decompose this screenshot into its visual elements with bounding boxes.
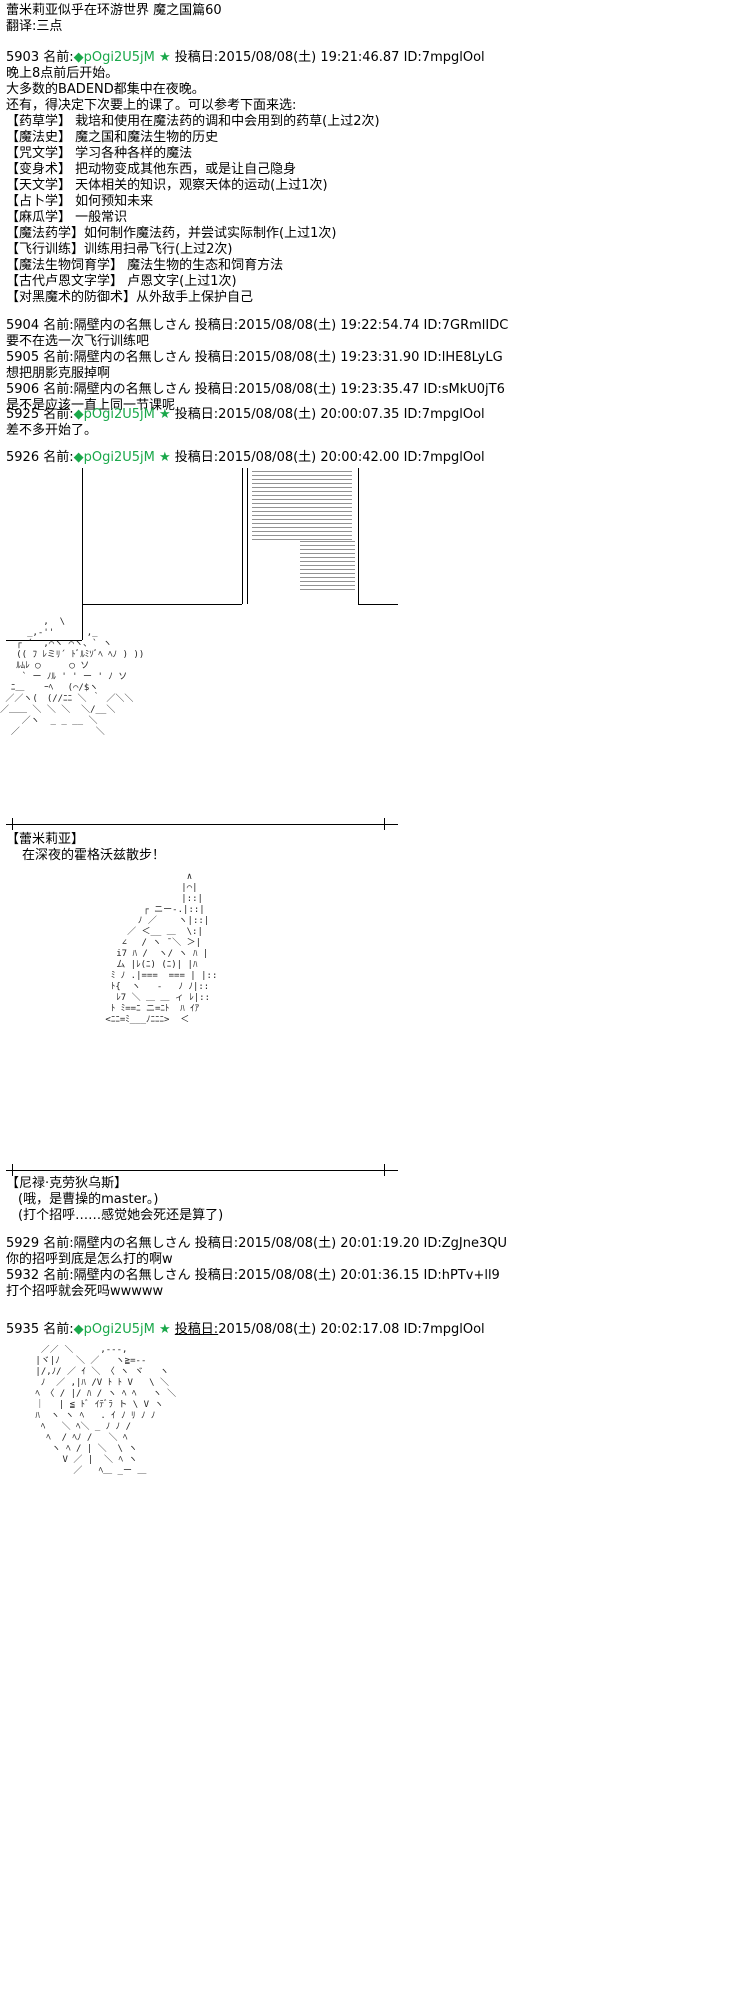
- floor-line: [6, 640, 82, 641]
- star-icon: ★: [159, 407, 171, 422]
- post-body-line: 【魔法药学】如何制作魔法药，并尝试实际制作(上过1次): [6, 226, 337, 241]
- dialogue-line: (哦，是曹操的master。): [18, 1192, 159, 1207]
- divider-line: [6, 824, 398, 825]
- post-date: 投稿日:2015/08/08(土) 20:00:07.35 ID:7mpglOo…: [174, 407, 485, 422]
- reply-header: 5929 名前:隔壁内の名無しさん 投稿日:2015/08/08(土) 20:0…: [6, 1236, 507, 1251]
- translator-credit: 翻译:三点: [6, 19, 63, 34]
- post-name-label: 名前:: [43, 450, 74, 465]
- post-body-line: 【魔法生物饲育学】 魔法生物的生态和饲育方法: [6, 258, 284, 273]
- remilia-ascii-art: , \ _,-'' ,_ ┌ ´ ,⌒ヽ ⌒ヽ、` ヽ (( ﾌ ﾚミﾘ´ ﾄﾞ…: [0, 617, 145, 737]
- post-body-line: 【魔法史】 魔之国和魔法生物的历史: [6, 130, 219, 145]
- tripcode[interactable]: ◆pOgi2U5jM: [73, 450, 155, 465]
- post-body-line: 【对黑魔术的防御术】从外敌手上保护自己: [6, 290, 254, 305]
- post-date: 投稿日:2015/08/08(土) 19:21:46.87 ID:7mpglOo…: [174, 50, 485, 65]
- speaker-label: 【蕾米莉亚】: [6, 832, 85, 847]
- post-name-label: 名前:: [43, 50, 74, 65]
- divider-tick: [384, 1164, 385, 1176]
- nero-ascii-art: ∧ |⌒| |::| ┌ ニー-.|::| ﾉ ／ ヽ|::| ／ ＜__ ＿ …: [105, 872, 218, 1025]
- divider-line: [6, 1170, 398, 1171]
- post-header-5926: 5926 名前:◆pOgi2U5jM ★ 投稿日:2015/08/08(土) 2…: [6, 450, 485, 466]
- post-body-line: 晚上8点前后开始。: [6, 66, 119, 81]
- tripcode[interactable]: ◆pOgi2U5jM: [73, 50, 155, 65]
- post-header-5925: 5925 名前:◆pOgi2U5jM ★ 投稿日:2015/08/08(土) 2…: [6, 407, 485, 423]
- speaker-label: 【尼禄·克劳狄乌斯】: [6, 1176, 128, 1191]
- post-body-5925: 差不多开始了。: [6, 423, 98, 438]
- post-date: 2015/08/08(土) 20:02:17.08 ID:7mpglOol: [218, 1322, 485, 1337]
- reply-body: 要不在选一次飞行训练吧: [6, 334, 150, 349]
- wall-line: [82, 604, 83, 640]
- wall-line: [82, 468, 83, 618]
- reply-body: 想把朋影克服掉啊: [6, 366, 111, 381]
- post-name-label: 名前:: [43, 1322, 74, 1337]
- post-body-line: 【古代卢恩文字学】 卢恩文字(上过1次): [6, 274, 237, 289]
- wall-line: [358, 468, 359, 604]
- reply-header: 5932 名前:隔壁内の名無しさん 投稿日:2015/08/08(土) 20:0…: [6, 1268, 500, 1283]
- wall-line: [242, 468, 243, 604]
- floor-line: [358, 604, 398, 605]
- post-number: 5935: [6, 1322, 40, 1337]
- reply-header: 5906 名前:隔壁内の名無しさん 投稿日:2015/08/08(土) 19:2…: [6, 382, 505, 397]
- post-number: 5926: [6, 450, 40, 465]
- post-header-5903: 5903 名前:◆pOgi2U5jM ★ 投稿日:2015/08/08(土) 1…: [6, 50, 485, 66]
- reply-body: 打个招呼就会死吗wwwww: [6, 1284, 164, 1299]
- reply-header: 5905 名前:隔壁内の名無しさん 投稿日:2015/08/08(土) 19:2…: [6, 350, 503, 365]
- post-body-line: 还有，得决定下次要上的课了。可以参考下面来选:: [6, 98, 297, 113]
- star-icon: ★: [159, 450, 171, 465]
- post-number: 5925: [6, 407, 40, 422]
- tripcode[interactable]: ◆pOgi2U5jM: [73, 1322, 155, 1337]
- post-body-line: 大多数的BADEND都集中在夜晚。: [6, 82, 205, 97]
- post-body-line: 【咒文学】 学习各种各样的魔法: [6, 146, 193, 161]
- post-date-label: 投稿日:: [174, 1322, 219, 1337]
- post-header-5935: 5935 名前:◆pOgi2U5jM ★ 投稿日:2015/08/08(土) 2…: [6, 1322, 485, 1338]
- divider-tick: [12, 1164, 13, 1176]
- post-body-line: 【麻瓜学】 一般常识: [6, 210, 128, 225]
- divider-tick: [12, 818, 13, 830]
- page-title: 蕾米莉亚似乎在环游世界 魔之国篇60: [6, 3, 222, 18]
- post-date: 投稿日:2015/08/08(土) 20:00:42.00 ID:7mpglOo…: [174, 450, 485, 465]
- post-body-line: 【天文学】 天体相关的知识，观察天体的运动(上过1次): [6, 178, 328, 193]
- moonlight-window: [252, 470, 352, 540]
- moonlight-window: [300, 540, 355, 590]
- cat-ascii-art: ／／ ＼ ,-‐-, |ヾ|ﾉ ＼ ／ ヽ≧=‐- |/,ﾉ/ ／ ｲ ＼ 〈 …: [35, 1345, 177, 1476]
- post-body-line: 【飞行训练】训练用扫帚飞行(上过2次): [6, 242, 233, 257]
- post-body-line: 【变身术】 把动物变成其他东西，或是让自己隐身: [6, 162, 297, 177]
- reply-body: 是不是应该一直上同一节课呢: [6, 398, 176, 413]
- reply-body: 你的招呼到底是怎么打的啊w: [6, 1252, 173, 1267]
- post-body-line: 【药草学】 栽培和使用在魔法药的调和中会用到的药草(上过2次): [6, 114, 380, 129]
- dialogue-line: (打个招呼……感觉她会死还是算了): [18, 1208, 224, 1223]
- star-icon: ★: [159, 1322, 171, 1337]
- dialogue-line: 在深夜的霍格沃兹散步！: [22, 848, 166, 863]
- wall-line: [247, 468, 248, 604]
- post-number: 5903: [6, 50, 40, 65]
- reply-header: 5904 名前:隔壁内の名無しさん 投稿日:2015/08/08(土) 19:2…: [6, 318, 509, 333]
- divider-tick: [384, 818, 385, 830]
- post-body-line: 【占卜学】 如何预知未来: [6, 194, 154, 209]
- floor-line: [82, 604, 242, 605]
- star-icon: ★: [159, 50, 171, 65]
- tripcode[interactable]: ◆pOgi2U5jM: [73, 407, 155, 422]
- post-name-label: 名前:: [43, 407, 74, 422]
